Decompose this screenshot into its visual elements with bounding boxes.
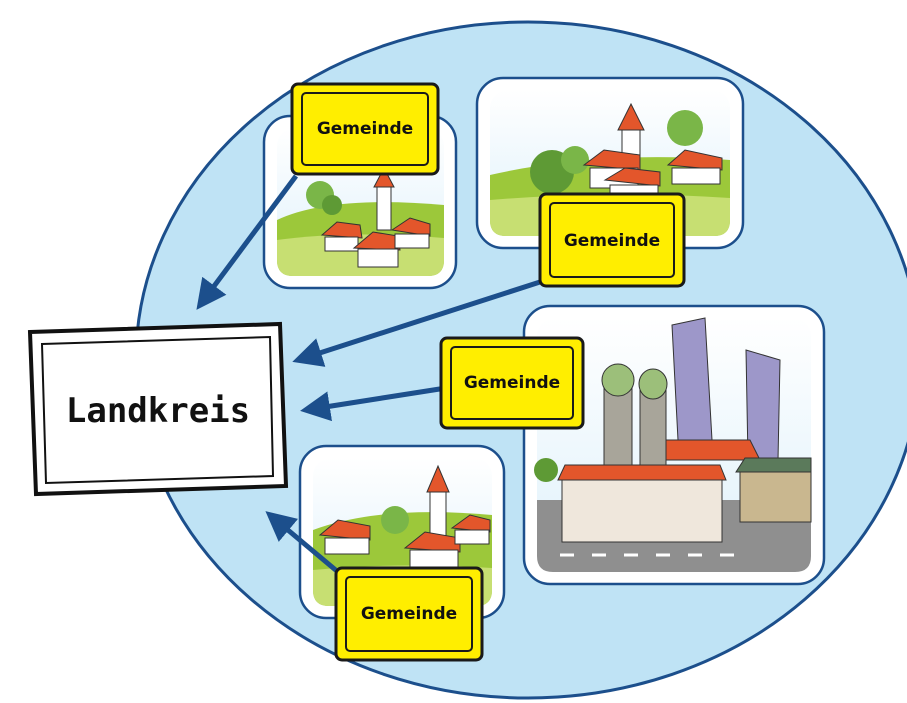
landkreis-label: Landkreis — [66, 391, 250, 431]
gemeinde-sign-2: Gemeinde — [538, 192, 686, 288]
arrow-sign-2 — [292, 279, 541, 367]
city-tile — [522, 304, 826, 586]
arrows — [196, 174, 541, 579]
gemeinde-sign-4-label: Gemeinde — [361, 604, 457, 624]
arrow-sign-3 — [300, 385, 447, 422]
gemeinde-sign-1-label: Gemeinde — [317, 119, 413, 139]
gemeinde-sign-4: Gemeinde — [334, 566, 484, 662]
gemeinde-sign-3-label: Gemeinde — [464, 373, 560, 393]
gemeinde-sign-1: Gemeinde — [290, 82, 440, 176]
landkreis-box: Landkreis — [27, 321, 289, 497]
gemeinde-sign-3: Gemeinde — [439, 336, 585, 430]
arrow-sign-4 — [265, 511, 346, 579]
gemeinde-sign-2-label: Gemeinde — [564, 231, 660, 251]
arrow-sign-1 — [196, 174, 299, 310]
